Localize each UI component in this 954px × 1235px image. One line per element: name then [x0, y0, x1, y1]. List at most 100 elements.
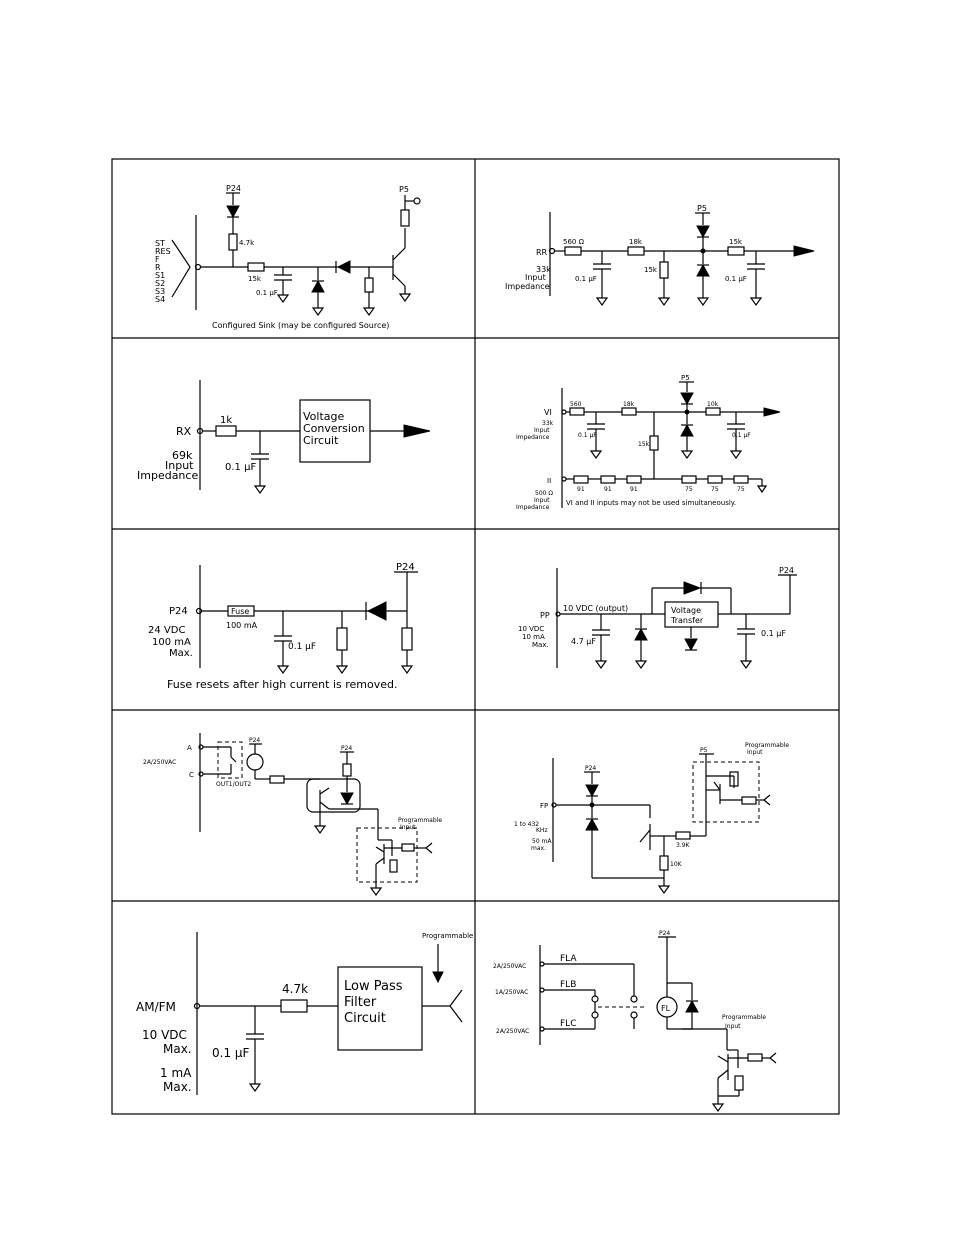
p24-label: P24: [585, 765, 596, 772]
panel-caption: Configured Sink (may be configured Sourc…: [212, 321, 389, 330]
cap-1-label: 4.7 μF: [571, 637, 596, 646]
spec-max: max.: [531, 845, 546, 852]
vi-impedance-value: 33k: [542, 420, 554, 427]
impedance-word: Input: [525, 273, 546, 282]
box-line-2: Conversion: [303, 422, 365, 435]
input-label: Input: [400, 824, 416, 831]
rating-fla: 2A/250VAC: [493, 963, 526, 970]
impedance-label: Impedance: [137, 469, 198, 482]
spec-voltage: 10 VDC: [142, 1028, 187, 1042]
panel-vi-ii-inputs: VI 560 18k 10k 0.1 μF 15k P5 0.: [516, 374, 781, 511]
input-label: Input: [725, 1023, 741, 1030]
impedance-word: Input: [165, 459, 194, 472]
terminal-am-fm: AM/FM: [136, 1000, 176, 1014]
input-label-st: ST: [155, 239, 165, 248]
input-label: Input: [747, 749, 763, 756]
cap-label: 0.1 μF: [256, 289, 278, 297]
box-line-3: Circuit: [344, 1011, 386, 1026]
impedance-label: Impedance: [505, 282, 550, 291]
relay-label: OUT1/OUT2: [216, 781, 251, 788]
panel-fp-pulse-output: FP 1 to 432 KHz 50 mA max. P24 3.9K 10K …: [514, 742, 789, 894]
cap-label: 0.1 μF: [212, 1046, 250, 1060]
fuse-label: Fuse: [231, 607, 249, 616]
terminal-p24: P24: [169, 606, 188, 617]
resistor-1k-label: 1k: [220, 415, 232, 426]
terminal-a: A: [187, 744, 192, 752]
input-label-s4: S4: [155, 295, 165, 304]
resistor-4k7-label: 4.7k: [239, 239, 255, 247]
resistor-18k-label: 18k: [629, 238, 643, 246]
spec-unit: KHz: [536, 827, 548, 834]
cap-2-label: 0.1 μF: [725, 275, 747, 283]
panel-p24-supply: P24 Fuse 100 mA 0.1 μF P24 24 VDC 100 mA…: [148, 562, 418, 691]
resistor-10k-label: 10K: [670, 861, 683, 868]
terminal-rr: RR: [536, 248, 548, 257]
programmable-label: Programmable: [398, 817, 442, 824]
p24-label-a: P24: [249, 737, 260, 744]
resistor-91c-label: 91: [630, 486, 638, 493]
p24-label: P24: [659, 930, 670, 937]
panel-rx-input: RX 1k 0.1 μF Voltage Conversion Circuit …: [137, 380, 431, 494]
p5-label: P5: [700, 747, 708, 754]
terminal-fla: FLA: [560, 954, 577, 964]
terminal-pp: PP: [540, 611, 550, 620]
panel-out-relay: A C 2A/250VAC OUT1/OUT2 P24 P24: [143, 733, 442, 896]
p5-label: P5: [399, 185, 409, 194]
programmable-label: Programmable: [422, 932, 473, 940]
spec-voltage: 10 VDC: [518, 625, 544, 633]
terminal-ii: II: [547, 477, 551, 485]
panel-grid: [111, 158, 840, 1115]
terminal-flb: FLB: [560, 980, 576, 990]
p24-label: P24: [779, 566, 794, 575]
resistor-15k-label: 15k: [248, 275, 262, 283]
terminal-rx: RX: [176, 425, 192, 438]
programmable-label: Programmable: [745, 742, 789, 749]
spec-frequency: 1 to 432: [514, 821, 539, 828]
output-label: 10 VDC (output): [563, 604, 628, 613]
box-line-3: Circuit: [303, 434, 339, 447]
cap-1-label: 0.1 μF: [578, 432, 597, 439]
input-label-s3: S3: [155, 287, 165, 296]
resistor-560-label: 560 Ω: [563, 238, 585, 246]
panel-fault-relay: 2A/250VAC 1A/250VAC 2A/250VAC FLA FLB FL…: [493, 930, 777, 1112]
ii-impedance-label: Impedance: [516, 504, 550, 511]
vi-impedance-label: Impedance: [516, 434, 550, 441]
spec-current: 1 mA: [160, 1066, 192, 1080]
terminal-flc: FLC: [560, 1019, 576, 1029]
input-label-r: R: [155, 263, 161, 272]
spec-current: 10 mA: [522, 633, 545, 641]
fault-coil-label: FL: [661, 1004, 671, 1013]
input-label-f: F: [155, 255, 160, 264]
vi-impedance-word: Input: [534, 427, 550, 434]
resistor-91b-label: 91: [604, 486, 612, 493]
terminal-fp: FP: [540, 802, 548, 810]
cap-2-label: 0.1 μF: [732, 432, 751, 439]
resistor-75b-label: 75: [711, 486, 719, 493]
panel-am-fm-output: AM/FM 4.7k 0.1 μF Low Pass Filter Circui…: [136, 932, 473, 1095]
ii-impedance-value: 500 Ω: [535, 490, 553, 497]
p5-label: P5: [681, 374, 690, 382]
p24-top-label: P24: [396, 562, 415, 573]
terminal-vi: VI: [544, 408, 552, 417]
relay-rating: 2A/250VAC: [143, 759, 176, 766]
spec-max: Max.: [532, 641, 549, 649]
p5-label: P5: [697, 204, 707, 213]
resistor-18k-label: 18k: [623, 401, 635, 408]
resistor-91a-label: 91: [577, 486, 585, 493]
box-line-1: Voltage: [303, 410, 344, 423]
rating-flc: 2A/250VAC: [496, 1028, 529, 1035]
spec-max: Max.: [169, 648, 193, 659]
fuse-value: 100 mA: [226, 621, 258, 630]
box-line-2: Filter: [344, 995, 377, 1010]
cap-label: 0.1 μF: [225, 462, 256, 473]
resistor-10k-label: 10k: [707, 401, 719, 408]
panel-pp-output: PP 10 VDC (output) 10 VDC 10 mA Max. 4.7…: [518, 566, 797, 669]
cap-label: 0.1 μF: [288, 642, 316, 652]
cap-1-label: 0.1 μF: [575, 275, 597, 283]
input-label-res: RES: [155, 247, 171, 256]
impedance-value: 33k: [536, 265, 551, 274]
panel-caption: Fuse resets after high current is remove…: [167, 678, 398, 691]
resistor-3k9-label: 3.9K: [676, 842, 691, 849]
resistor-75a-label: 75: [685, 486, 693, 493]
usage-note: VI and II inputs may not be used simulta…: [566, 499, 736, 507]
